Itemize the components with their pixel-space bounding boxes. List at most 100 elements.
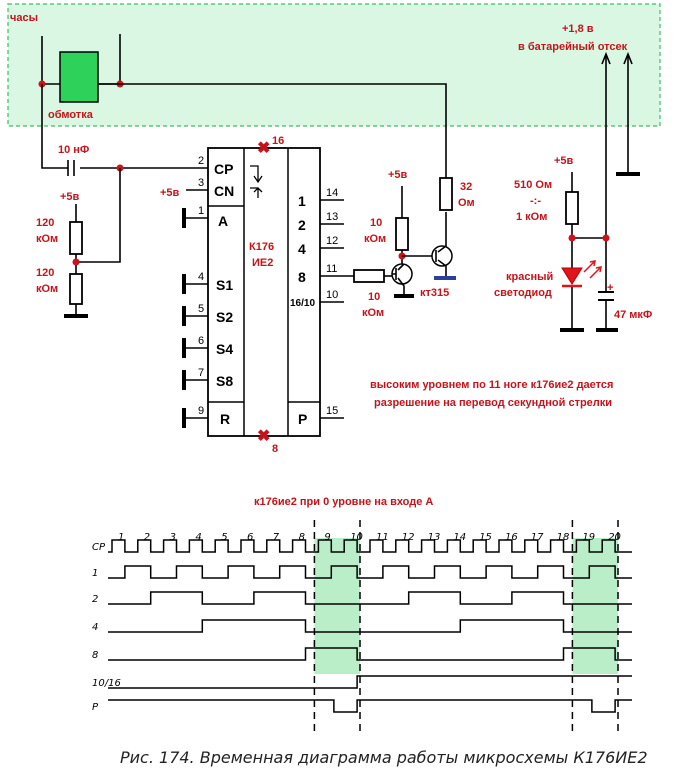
clock-number: 6 bbox=[247, 532, 253, 543]
led-color-label: красный bbox=[506, 271, 553, 283]
signal-label: 10/16 bbox=[92, 678, 121, 689]
led-label: светодиод bbox=[494, 287, 552, 299]
junction bbox=[568, 234, 576, 242]
resistor-32-ohm bbox=[439, 177, 453, 211]
arrow-up bbox=[623, 51, 633, 65]
pin-name-r: R bbox=[220, 411, 230, 427]
note-line1: высоким уровнем по 11 ноге к176ие2 даетс… bbox=[370, 379, 613, 391]
clock-number: 9 bbox=[324, 532, 330, 543]
r510-sep: -:- bbox=[530, 195, 541, 207]
pin-number: 5 bbox=[198, 303, 204, 315]
clock-number: 8 bbox=[299, 532, 305, 543]
plus5-label: +5в bbox=[554, 155, 574, 167]
clock-number: 13 bbox=[428, 532, 441, 543]
pin-name-cp: CP bbox=[214, 161, 233, 177]
r120-2-value: 120 bbox=[36, 267, 54, 279]
vcc-x-mark: ✖ bbox=[257, 140, 270, 157]
pin-name-q4: 4 bbox=[298, 241, 306, 257]
r10b-value: 10 bbox=[368, 291, 380, 303]
cn-plus5-label: +5в bbox=[160, 187, 180, 199]
clock-number: 17 bbox=[531, 532, 544, 543]
signal-label: 4 bbox=[92, 622, 98, 633]
cap-10nf bbox=[67, 160, 75, 176]
chip-name-line1: К176 bbox=[249, 241, 274, 253]
signal-label: 1 bbox=[92, 568, 98, 579]
waveform bbox=[108, 619, 632, 633]
waveform bbox=[108, 675, 632, 689]
junction bbox=[602, 234, 610, 242]
transistor-label: кт315 bbox=[420, 287, 449, 299]
pin-number: 6 bbox=[198, 335, 204, 347]
chip-left-pins: 2 CP 3 CN 1 A 4 S1 5 S2 6 S4 7 S8 9 R bbox=[182, 155, 234, 428]
clock-number: 16 bbox=[505, 532, 518, 543]
clock-area bbox=[7, 3, 661, 127]
plus5-label: +5в bbox=[60, 191, 80, 203]
pin-name-s1: S1 bbox=[216, 277, 233, 293]
clock-number: 20 bbox=[608, 532, 621, 543]
r510-alt: 1 кОм bbox=[516, 211, 547, 223]
clock-number: 12 bbox=[402, 532, 415, 543]
pin-name-16-10: 16/10 bbox=[290, 298, 315, 309]
plus5-label: +5в bbox=[388, 169, 408, 181]
clock-number: 7 bbox=[273, 532, 280, 543]
r10a-value: 10 bbox=[370, 217, 382, 229]
resistor-120k-2 bbox=[69, 273, 83, 305]
signal-label: P bbox=[92, 702, 99, 713]
highlight-band bbox=[314, 538, 360, 674]
pin16-label: 16 bbox=[272, 135, 284, 147]
pin-number: 2 bbox=[198, 155, 204, 167]
resistor-10k-pullup bbox=[395, 217, 409, 251]
pin-number: 10 bbox=[326, 289, 338, 301]
resistor-510-ohm bbox=[565, 191, 579, 225]
waveform bbox=[108, 647, 632, 661]
resistor-120k-1 bbox=[69, 221, 83, 255]
pin-number: 1 bbox=[198, 205, 204, 217]
battery-wires bbox=[605, 56, 629, 238]
clock-number: 11 bbox=[376, 532, 389, 543]
pin-name-q8: 8 bbox=[298, 269, 306, 285]
pin-number: 14 bbox=[326, 187, 338, 199]
capacitor-47uf bbox=[598, 291, 614, 301]
cap-10nf-label: 10 нФ bbox=[58, 144, 89, 156]
coil-to-r32-wire bbox=[98, 83, 447, 178]
pin-number: 15 bbox=[326, 405, 338, 417]
clock-number: 4 bbox=[195, 532, 201, 543]
timing-title: к176ие2 при 0 уровне на входе А bbox=[254, 496, 433, 508]
pin-name-s8: S8 bbox=[216, 373, 233, 389]
pin-name-q2: 2 bbox=[298, 217, 306, 233]
clock-number: 1 bbox=[118, 532, 124, 543]
gnd-x-mark: ✖ bbox=[257, 428, 270, 445]
r32-value: 32 bbox=[460, 181, 472, 193]
pin-name-s2: S2 bbox=[216, 309, 233, 325]
waveform bbox=[108, 699, 632, 713]
pin-number: 13 bbox=[326, 211, 338, 223]
coil bbox=[59, 51, 99, 103]
cap-47uf-label: 47 мкФ bbox=[614, 309, 652, 321]
pin-number: 7 bbox=[198, 367, 204, 379]
pin-name-s4: S4 bbox=[216, 341, 233, 357]
pin-name-q1: 1 bbox=[298, 193, 306, 209]
transistor-kt315 bbox=[431, 245, 453, 267]
pin8-label: 8 bbox=[272, 443, 278, 455]
pin-name-p: P bbox=[298, 411, 307, 427]
arrow-up bbox=[601, 51, 611, 65]
r32-unit: Ом bbox=[458, 197, 475, 209]
pin-number: 4 bbox=[198, 271, 204, 283]
r120-1-unit: кОм bbox=[36, 233, 58, 245]
coil-label: обмотка bbox=[48, 109, 94, 121]
chip-name-line2: ИЕ2 bbox=[252, 257, 273, 269]
divider-wires bbox=[75, 168, 121, 316]
clock-number: 3 bbox=[170, 532, 176, 543]
clock-number: 18 bbox=[557, 532, 570, 543]
signal-label: CP bbox=[92, 542, 106, 553]
pin-number: 12 bbox=[326, 235, 338, 247]
r10a-unit: кОм bbox=[364, 233, 386, 245]
signal-label: 8 bbox=[92, 650, 98, 661]
clock-number: 15 bbox=[479, 532, 492, 543]
clock-number: 10 bbox=[350, 532, 363, 543]
clock-number: 14 bbox=[453, 532, 466, 543]
highlight-band bbox=[572, 538, 618, 674]
resistor-10k-base bbox=[353, 269, 385, 283]
clock-number: 5 bbox=[221, 532, 227, 543]
